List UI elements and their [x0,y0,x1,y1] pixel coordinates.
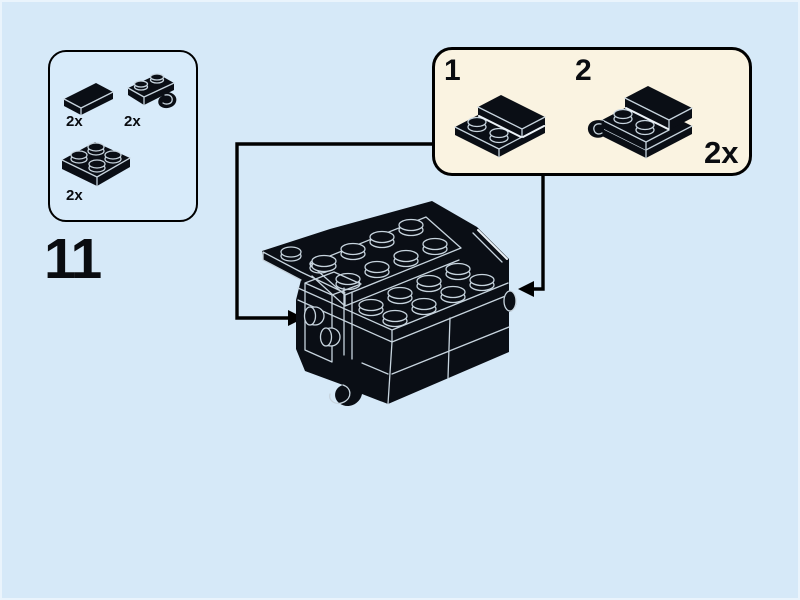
connector-right [518,176,545,297]
substep-2-label: 2 [575,54,592,87]
wing-plate [262,246,346,294]
top-front-plate [297,262,509,343]
connector-left [235,142,432,326]
step-number: 11 [44,227,102,291]
body-faces [361,229,510,405]
top-back-plate [309,216,462,307]
lego-model [262,201,517,407]
callout-quantity-label: 2x [704,135,739,170]
side-stud-icon [303,306,341,347]
part-quantity-label: 2x [124,113,141,130]
side-stud-block [303,271,362,405]
part-quantity-label: 2x [66,113,83,130]
arrow-left-icon [518,281,534,297]
clip-hook-icon [329,384,351,405]
right-clip-stud-icon [503,290,517,312]
substep-1-label: 1 [444,54,461,87]
arrow-right-icon [288,310,304,326]
part-quantity-label: 2x [66,187,83,204]
